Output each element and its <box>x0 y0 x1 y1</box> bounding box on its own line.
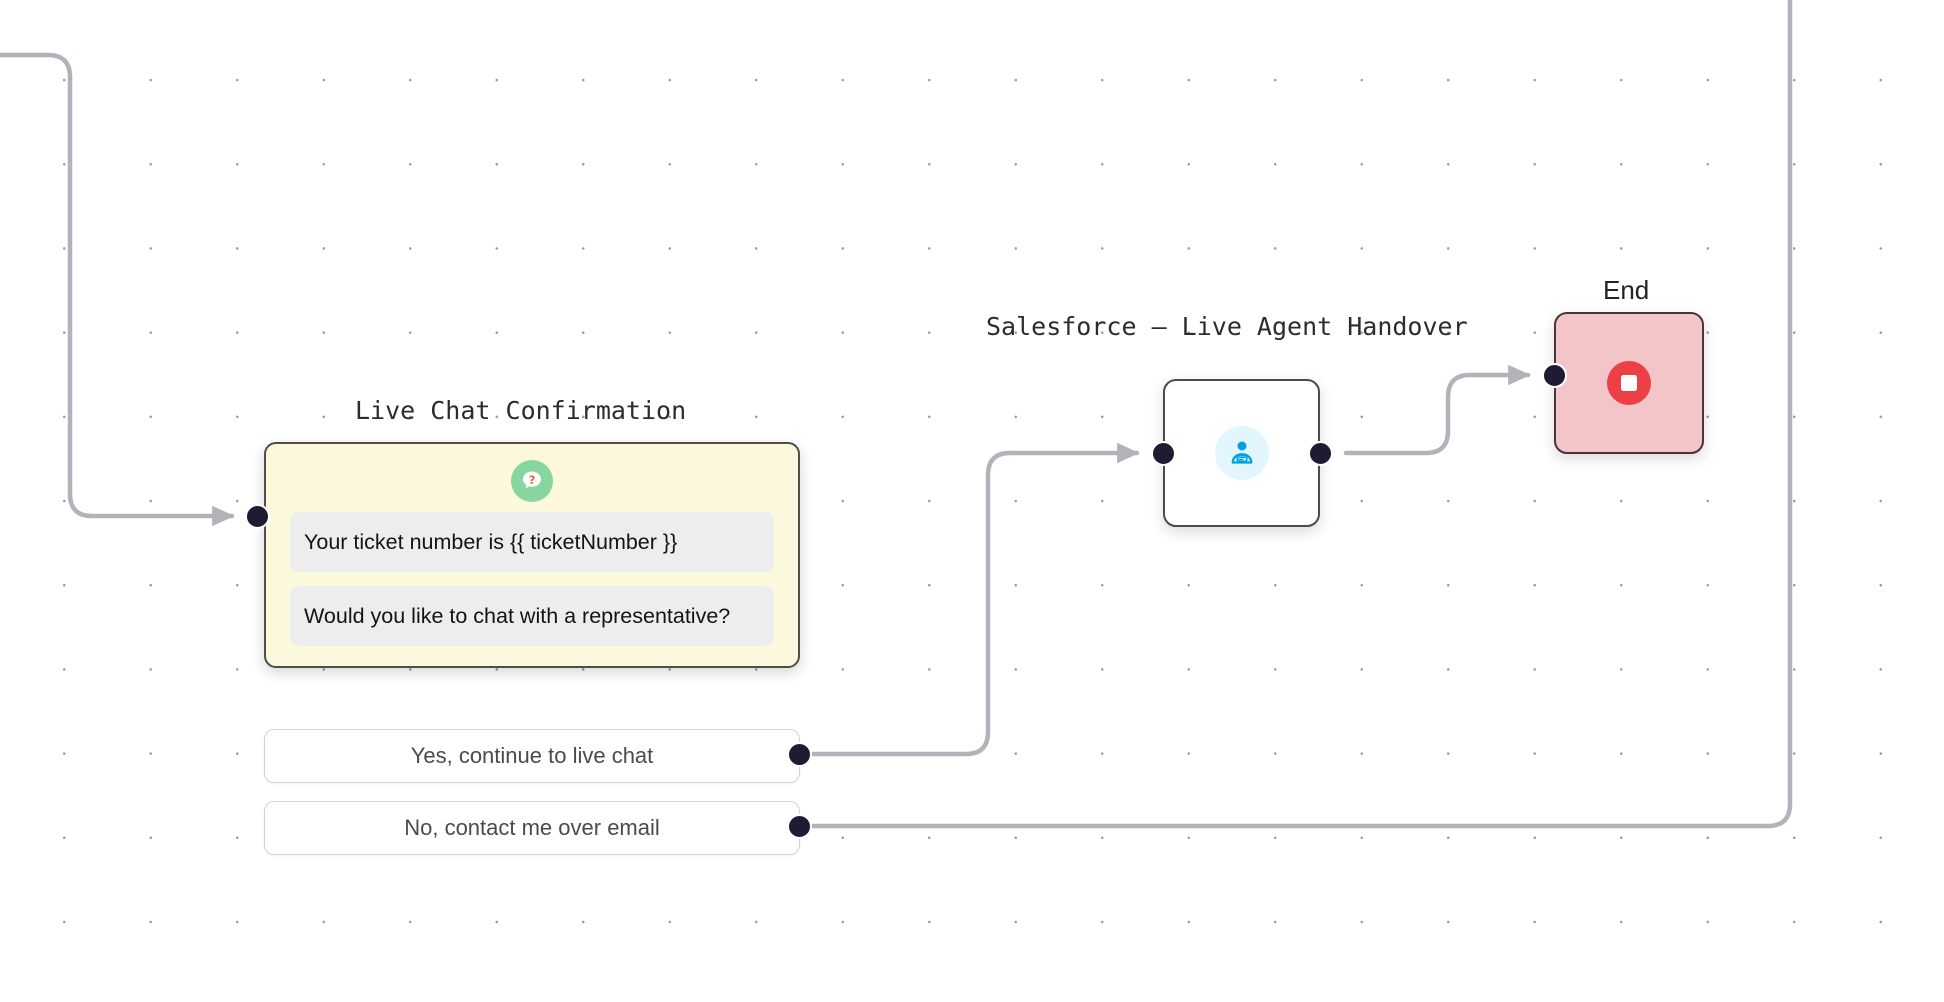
node-live-chat-confirmation[interactable]: ? Your ticket number is {{ ticketNumber … <box>264 442 800 668</box>
answer-button-no[interactable]: No, contact me over email <box>264 801 800 855</box>
stop-icon <box>1607 361 1651 405</box>
stop-square-glyph <box>1621 375 1637 391</box>
port-live-chat-input[interactable] <box>245 504 270 529</box>
chat-icon-container: ? <box>290 460 774 502</box>
port-end-input[interactable] <box>1542 363 1567 388</box>
svg-text:?: ? <box>529 473 536 487</box>
answer-button-yes[interactable]: Yes, continue to live chat <box>264 729 800 783</box>
port-answer-yes-output[interactable] <box>787 742 812 767</box>
node-title-salesforce-handover: Salesforce – Live Agent Handover <box>986 312 1468 341</box>
port-salesforce-output[interactable] <box>1308 441 1333 466</box>
message-bubble: Your ticket number is {{ ticketNumber }} <box>290 512 774 572</box>
message-bubble: Would you like to chat with a representa… <box>290 586 774 646</box>
edge-salesforce-to-end <box>1343 364 1531 456</box>
node-end[interactable] <box>1554 312 1704 454</box>
port-salesforce-input[interactable] <box>1151 441 1176 466</box>
salesforce-icon-container <box>1214 426 1269 480</box>
node-title-end: End <box>1603 275 1650 305</box>
node-title-live-chat-confirmation: Live Chat Confirmation <box>355 396 687 425</box>
question-chat-icon: ? <box>511 460 553 502</box>
node-salesforce-handover[interactable] <box>1163 379 1320 527</box>
port-answer-no-output[interactable] <box>787 814 812 839</box>
salesforce-agent-icon <box>1231 441 1252 464</box>
edge-incoming-to-live-chat <box>0 52 235 527</box>
edge-yes-to-salesforce <box>809 442 1140 757</box>
